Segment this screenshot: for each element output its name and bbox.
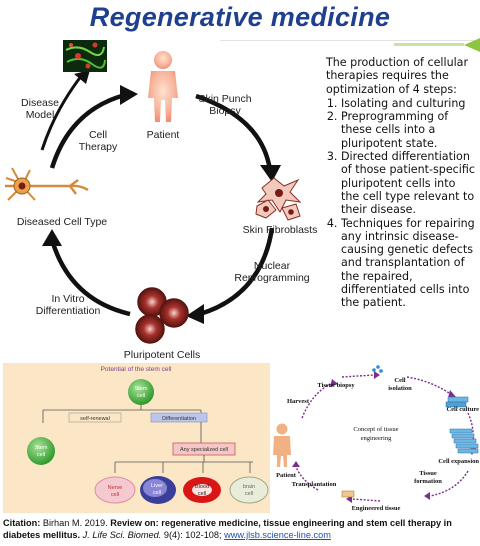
stem-cell-top xyxy=(128,379,154,405)
steps-intro: The production of cellular therapies req… xyxy=(326,56,469,96)
te-arrow-5 xyxy=(429,470,469,497)
te-patient-label: Patient xyxy=(276,472,297,479)
te-arrow-2 xyxy=(341,374,375,378)
te-cell-isolation-label-2: isolation xyxy=(388,385,412,392)
te-transplantation-label: Transplantation xyxy=(292,481,337,488)
arrow-to-disease-model xyxy=(40,74,84,151)
ipsc-cycle-diagram: Patient Skin Punch Biopsy Skin Fibroblas… xyxy=(5,40,318,361)
tissue-engineering-diagram: Concept of tissue engineering Tissue bio… xyxy=(273,365,479,512)
cell-isolation-icon xyxy=(372,368,376,372)
skin-punch-label-2: Biopsy xyxy=(209,105,241,117)
arrow-fibroblasts-to-pluripotent xyxy=(199,227,275,317)
cell-therapy-label-1: Cell xyxy=(89,129,107,141)
liver-cell-label-2: cell xyxy=(153,490,161,496)
arrowhead-disease-model xyxy=(74,70,90,84)
te-arrow-1 xyxy=(301,382,333,419)
te-arrow-7 xyxy=(295,466,319,491)
arrowhead-diseased xyxy=(42,229,62,246)
stem-panel-title: Potential of the stem cell xyxy=(101,366,172,373)
te-cell-culture-label: Cell culture xyxy=(446,406,479,413)
te-tissue-formation-label-1: Tissue xyxy=(419,470,437,477)
te-center-label-2: engineering xyxy=(361,435,392,442)
in-vitro-label-2: Differentiation xyxy=(36,305,101,317)
te-center-label-1: Concept of tissue xyxy=(353,426,398,433)
citation-link[interactable]: www.jlsb.science-line.com xyxy=(224,530,331,540)
brain-cell-label-1: brain xyxy=(243,484,255,490)
pluripotent-cells-label: Pluripotent Cells xyxy=(124,349,200,361)
patient-label: Patient xyxy=(147,129,180,141)
stem-cell-copy xyxy=(27,437,55,465)
differentiation-box xyxy=(150,412,208,423)
brain-cell xyxy=(229,476,269,504)
self-renewal-box xyxy=(68,412,122,423)
stem-cell-label-2: cell xyxy=(137,393,145,399)
citation-title: Review on: regenerative medicine, tissue… xyxy=(3,518,452,540)
cell-therapy-label-2: Therapy xyxy=(79,141,118,153)
step-item: Isolating and culturing xyxy=(341,97,476,110)
citation-label: Citation: xyxy=(3,518,41,528)
arrowhead-pluripotent xyxy=(186,304,204,324)
decorative-triangle xyxy=(464,38,480,52)
steps-list: Isolating and culturing Preprogramming o… xyxy=(326,97,476,310)
blood-cell-label-1: Blood xyxy=(195,484,209,490)
disease-model-label-2: Model xyxy=(26,109,55,121)
nuclear-reprogramming-label-1: Nuclear xyxy=(254,260,291,272)
citation-author: Birhan M. 2019. xyxy=(40,518,111,528)
in-vitro-label-1: In Vitro xyxy=(51,293,84,305)
stem-cell-potential-panel: Potential of the stem cell Stem cell sel… xyxy=(3,363,270,513)
nerve-cell-label-2: cell xyxy=(111,492,119,498)
brain-cell-label-2: cell xyxy=(245,491,253,497)
stem-cell-diagram: Potential of the stem cell Stem cell sel… xyxy=(27,366,269,504)
arrow-diseased-to-patient xyxy=(49,92,126,169)
blood-cell-label-2: cell xyxy=(198,491,206,497)
te-cell-isolation-label-1: Cell xyxy=(394,377,405,384)
citation-journal: J. Life Sci. Biomed. xyxy=(80,530,162,540)
nerve-cell-label-1: Nerve xyxy=(108,485,123,491)
disease-model-label-1: Disease xyxy=(21,97,59,109)
page-title: Regenerative medicine xyxy=(89,2,391,32)
arrowhead-patient xyxy=(120,85,138,105)
disease-model-image xyxy=(63,40,107,72)
fibroblast-cells xyxy=(255,177,302,221)
te-engineered-tissue-label: Engineered tissue xyxy=(352,505,401,512)
stem-cell-copy-label-2: cell xyxy=(37,452,45,458)
nerve-cell xyxy=(94,476,136,504)
differentiation-label: Differentiation xyxy=(162,416,196,422)
arrow-pluripotent-to-diseased xyxy=(49,239,131,317)
arrow-patient-to-fibroblasts xyxy=(195,93,273,171)
specialized-cell-label: Any specialized cell xyxy=(180,447,228,453)
nuclear-reprogramming-label-2: Reprogramming xyxy=(234,272,309,284)
arrowhead-fibroblasts xyxy=(260,165,281,182)
self-renewal-label: self-renewal xyxy=(80,416,110,422)
citation-volume: 9(4): 102-108; xyxy=(161,530,225,540)
title-divider xyxy=(220,40,480,41)
neuron-icon xyxy=(5,167,89,201)
step-item: Preprogramming of these cells into a plu… xyxy=(341,110,476,150)
engineered-tissue-icon xyxy=(341,490,355,498)
cell-culture-icon xyxy=(445,396,469,408)
decorative-bar xyxy=(394,43,464,46)
steps-text: The production of cellular therapies req… xyxy=(326,56,476,310)
patient-figure xyxy=(148,51,178,122)
diseased-cell-type-label: Diseased Cell Type xyxy=(17,216,107,228)
liver-cell-label-1: Liver xyxy=(151,483,163,489)
pluripotent-cells xyxy=(135,287,189,344)
te-arrow-6 xyxy=(351,498,381,502)
stem-cell-label-1: Stem xyxy=(135,386,148,392)
citation: Citation: Birhan M. 2019. Review on: reg… xyxy=(3,517,477,541)
skin-fibroblasts-label: Skin Fibroblasts xyxy=(243,224,318,236)
step-item: Techniques for repairing any intrinsic d… xyxy=(341,217,476,310)
stem-cell-copy-label-1: Stem xyxy=(35,445,48,451)
te-patient-figure xyxy=(273,423,291,467)
cell-expansion-icon xyxy=(449,428,479,454)
te-tissue-biopsy-label: Tissue biopsy xyxy=(317,382,355,389)
te-harvest-label: Harvest xyxy=(287,398,310,405)
skin-punch-label-1: Skin Punch xyxy=(198,93,251,105)
te-tissue-formation-label-2: formation xyxy=(414,478,442,485)
step-item: Directed differentiation of those patien… xyxy=(341,150,476,216)
te-cell-expansion-label: Cell expansion xyxy=(438,458,479,465)
te-arrow-3 xyxy=(406,376,453,396)
